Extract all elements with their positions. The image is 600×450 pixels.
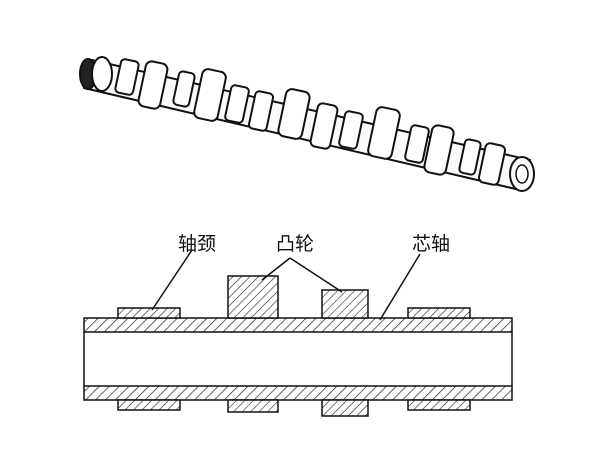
cam-leader-1 <box>261 257 291 281</box>
camshaft-perspective-drawing <box>79 56 535 192</box>
core-shaft-bottom-wall <box>83 385 513 401</box>
cam-lobes <box>114 58 507 186</box>
cam-bottom-2 <box>321 399 369 417</box>
cam-leader-2 <box>289 257 343 293</box>
cam-bottom-1 <box>227 399 279 413</box>
core-shaft-top-wall <box>83 317 513 333</box>
journal-leader <box>151 249 193 311</box>
journal-bottom-1 <box>117 399 181 411</box>
journal-bottom-2 <box>407 399 471 411</box>
leader-lines <box>151 249 421 321</box>
cam-top-1 <box>227 275 279 319</box>
core-shaft-label: 芯轴 <box>412 233 450 255</box>
cam-top-2 <box>321 289 369 319</box>
journal-label: 轴颈 <box>178 233 216 255</box>
camshaft-section-diagram: 轴颈 凸轮 芯轴 <box>83 233 513 417</box>
core-shaft-leader <box>379 253 421 321</box>
journal-top-1 <box>117 307 181 319</box>
journal-top-2 <box>407 307 471 319</box>
cam-label: 凸轮 <box>276 233 314 255</box>
